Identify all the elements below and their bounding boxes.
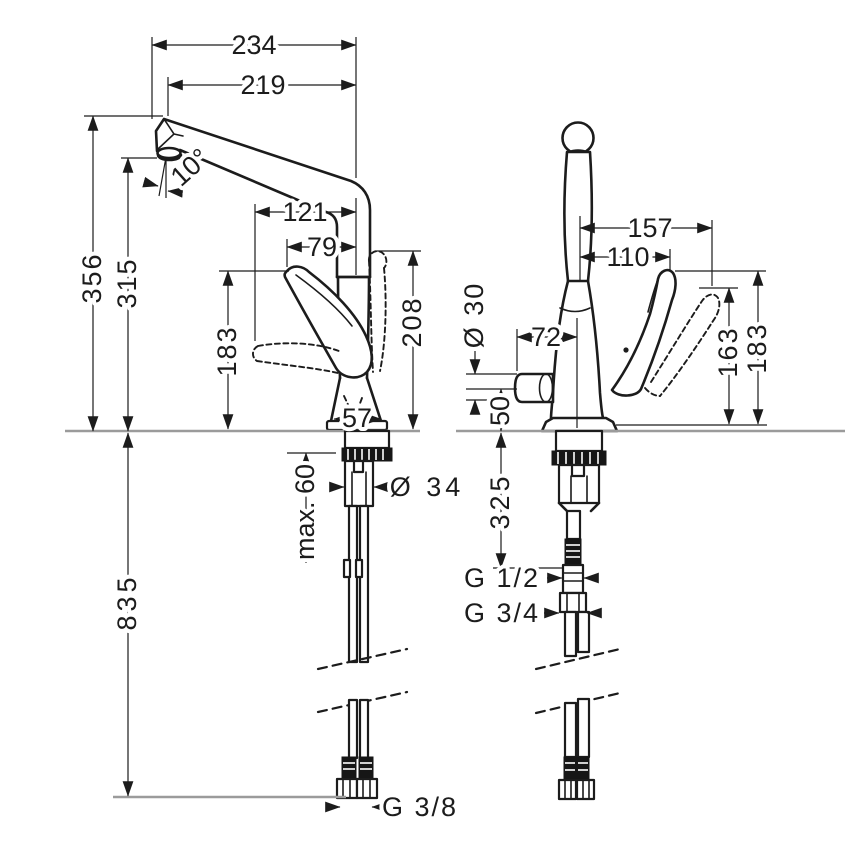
dim-label: Ø 30	[459, 282, 489, 349]
dim-label: 219	[240, 70, 285, 100]
dim-thread-upper: G 1/2	[460, 559, 599, 597]
dim-label: 72	[531, 322, 561, 352]
dim-handle-reach-max: 157	[579, 209, 713, 247]
dim-handle-height: 183	[208, 270, 246, 430]
dim-label: 110	[606, 242, 649, 272]
side-view-handle	[252, 250, 388, 379]
dim-handle-offset-total: 121	[254, 193, 357, 231]
dim-handle-reach: 110	[579, 238, 671, 276]
dim-label: 835	[112, 573, 142, 630]
front-view-side-outlet	[513, 372, 555, 404]
dim-label: 50	[485, 396, 515, 426]
dim-label: 234	[231, 30, 276, 60]
dim-label: 183	[742, 322, 772, 373]
dim-label: 57	[342, 403, 372, 433]
dim-label: 208	[397, 296, 427, 347]
dim-connection-depth: 325	[481, 432, 519, 569]
dim-spout-reach-total: 234	[151, 26, 357, 64]
dim-label: 163	[713, 326, 743, 377]
side-view: 234 219 10° 121 79 356	[65, 26, 465, 826]
dim-label: G 3/8	[382, 792, 458, 822]
dim-outlet-height: 50	[481, 388, 519, 432]
dim-spout-reach: 219	[167, 66, 357, 104]
dim-label: 183	[212, 325, 242, 376]
dim-label: 356	[77, 252, 107, 303]
dim-thread-lower: G 3/4	[460, 594, 602, 632]
dim-label: 79	[307, 232, 337, 262]
dim-outlet-diameter: Ø 30	[455, 278, 493, 415]
dim-height-to-aerator: 315	[108, 157, 146, 432]
dim-handle-height-max: 208	[393, 250, 431, 430]
dim-shank-diameter: Ø 34	[329, 468, 465, 506]
dim-hose-length: 835	[108, 432, 146, 797]
front-view-shank-and-hoses	[534, 429, 622, 801]
dim-label: G 3/4	[464, 598, 540, 628]
dim-mounting-depth-max: max. 60	[286, 452, 324, 564]
front-view-base-flange	[540, 416, 619, 433]
front-view-spout-outline	[549, 121, 605, 420]
dim-base-width: 57	[333, 399, 382, 437]
side-view-shank-and-hoses	[113, 429, 409, 800]
dim-label: 315	[112, 257, 142, 308]
dim-label: 325	[485, 472, 515, 529]
dim-label: G 1/2	[464, 563, 540, 593]
dim-handle-height: 163	[709, 287, 747, 425]
front-view-handle	[610, 268, 721, 397]
dim-hose-thread: G 3/8	[325, 788, 460, 826]
dim-height-total: 356	[73, 115, 111, 432]
front-view-hose-break	[534, 647, 622, 715]
front-view-dimensions: 157 110 72 Ø 30 50 325	[455, 209, 776, 632]
side-view-dimensions: 234 219 10° 121 79 356	[73, 26, 465, 826]
dim-label: Ø 34	[390, 472, 465, 502]
dim-handle-offset: 79	[286, 228, 357, 266]
dim-outlet-offset: 72	[516, 318, 578, 356]
handle-screw-dot	[623, 347, 629, 353]
dim-handle-height-max: 183	[738, 270, 776, 425]
front-view: 157 110 72 Ø 30 50 325	[455, 121, 845, 801]
dim-label: 121	[282, 197, 327, 227]
dim-label: max. 60	[290, 464, 320, 560]
dim-label: 157	[627, 213, 672, 243]
